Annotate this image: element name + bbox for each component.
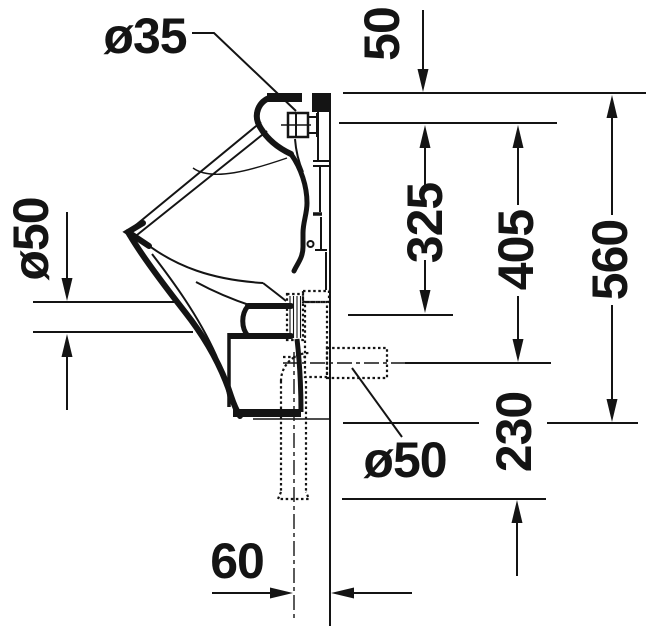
dimensions: ø35 50 325 405 560 230 ø50 ø50 (3, 7, 638, 599)
outlet-horn-left-cap (240, 303, 251, 339)
arrow-405-up (512, 125, 524, 148)
arrow-325-down (419, 290, 431, 313)
rim-corner-curl (253, 94, 294, 157)
arrow-405-down (512, 339, 524, 362)
back-inner-wall (288, 151, 310, 274)
front-outer-edge (125, 229, 243, 419)
flush-channel-line (294, 138, 304, 173)
rim-slope-inner (136, 130, 268, 236)
urinal-cross-section (122, 93, 330, 420)
wall-bracket-block (312, 93, 330, 112)
wall-adapter-flange (301, 289, 331, 304)
drain-pipework (276, 289, 389, 501)
dim-label-top-offset: 50 (354, 7, 410, 61)
dim-label-centerline-to-pipe-end: 230 (486, 392, 542, 472)
back-outer-lower (315, 217, 327, 290)
arrow-60-left (331, 587, 354, 599)
downpipe-walls (279, 381, 308, 492)
back-foot-edge (294, 338, 304, 413)
trap-inlet-line (195, 281, 253, 307)
downpipe-foot (276, 491, 311, 501)
dim-label-pipe-center-to-wall: 60 (210, 533, 264, 589)
wall-outlet-stub (325, 346, 389, 380)
trap-inlet-line-2 (262, 282, 287, 302)
fixing-hole (306, 240, 315, 248)
elbow-outer (279, 351, 310, 382)
arrow-560-up (606, 95, 618, 118)
bowl-inner-surface (138, 237, 264, 284)
connector-ribs (289, 296, 302, 338)
arrow-325-up (419, 125, 431, 148)
rim-top-bar (267, 93, 302, 102)
bowl-horizon-line (192, 157, 288, 175)
arrow-50-down (417, 69, 429, 92)
wall-and-reference-lines (33, 92, 646, 626)
bracket-shelf-lines (313, 160, 330, 167)
leader-inlet (192, 32, 297, 112)
wall-adapter-body (303, 300, 329, 379)
dim-label-inlet-to-drain: 405 (488, 210, 544, 291)
arrow-o50-down (61, 278, 73, 301)
leader-drain-pipe (351, 367, 403, 438)
inner-shell-line (151, 253, 230, 401)
dim-label-outlet-diameter: ø50 (3, 197, 59, 280)
rim-slope-outer (130, 121, 262, 230)
dim-label-drain-pipe-diameter: ø50 (363, 432, 446, 488)
arrow-60-right (270, 587, 293, 599)
arrow-230-up (511, 500, 523, 523)
arrow-560-down (606, 399, 618, 422)
dim-label-inlet-to-outlet: 325 (397, 183, 453, 264)
arrow-o50-up (61, 334, 73, 357)
inlet-spud-flange (308, 113, 318, 137)
dim-label-total-height: 560 (582, 220, 638, 300)
dim-label-inlet-diameter: ø35 (103, 8, 186, 64)
